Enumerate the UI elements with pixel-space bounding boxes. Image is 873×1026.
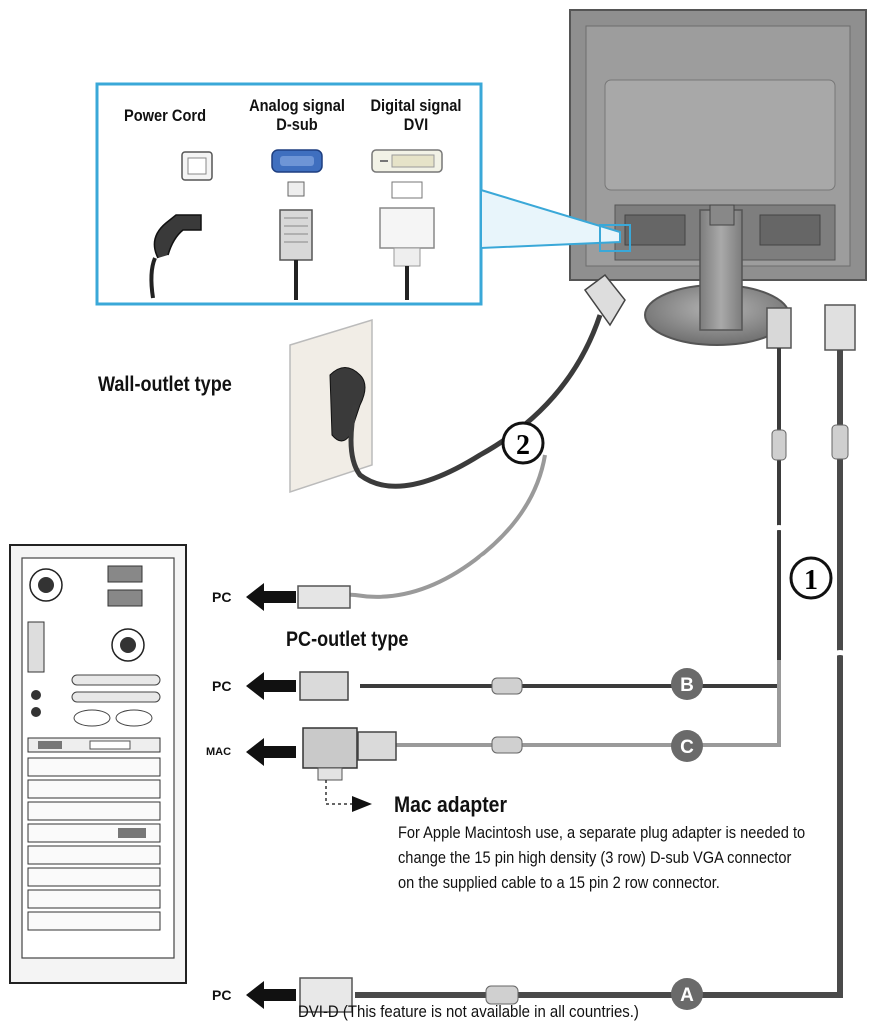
- step-1-text: 1: [804, 565, 818, 596]
- arrow-pc-power: [246, 583, 296, 611]
- step-2-text: 2: [516, 430, 530, 461]
- cable-c-badge: C: [671, 730, 703, 762]
- dsub-port-icon: [271, 149, 323, 173]
- power-cord-cable: [348, 273, 626, 489]
- mac-adapter-description: For Apple Macintosh use, a separate plug…: [398, 823, 806, 892]
- analog-signal-line1: Analog signal: [249, 96, 345, 115]
- pc-power-arrow-label: PC: [212, 589, 232, 605]
- cable-b-badge: B: [671, 668, 703, 700]
- cable-break-marks: [460, 482, 849, 658]
- wall-outlet: [289, 318, 373, 494]
- adapter-pointer: [325, 780, 372, 812]
- arrow-pc-dsub: [246, 672, 296, 700]
- dvi-plug-icon: [379, 181, 435, 300]
- dsub-plug-icon: [279, 181, 313, 300]
- step-1-marker: 1: [789, 556, 833, 600]
- digital-signal-line2: DVI: [403, 115, 429, 134]
- mac-arrow-label: MAC: [206, 746, 232, 758]
- mac-adapter-title: Mac adapter: [394, 792, 507, 817]
- arrow-mac: [246, 738, 296, 766]
- cable-c-text: C: [680, 737, 694, 758]
- pc-tower-rear: [9, 544, 187, 984]
- power-plug-icon: [149, 214, 202, 299]
- digital-signal-line1: Digital signal: [370, 96, 462, 115]
- step-2-marker: 2: [501, 421, 545, 465]
- cable-a-text: A: [680, 985, 694, 1006]
- pc-outlet-label: PC-outlet type: [286, 628, 409, 651]
- cable-b-text: B: [680, 675, 694, 696]
- analog-signal-line2: D-sub: [276, 115, 318, 134]
- pc-dvi-arrow-label: PC: [212, 987, 232, 1003]
- cable-a-badge: A: [671, 978, 703, 1010]
- digital-signal-label: Digital signal DVI: [364, 96, 467, 134]
- dvi-port-icon: [371, 149, 443, 173]
- analog-signal-label: Analog signal D-sub: [241, 96, 353, 134]
- dvi-signal-cable: [299, 304, 856, 1013]
- wall-outlet-label: Wall-outlet type: [98, 373, 232, 396]
- power-cord-label: Power Cord: [123, 106, 207, 125]
- pc-dsub-arrow-label: PC: [212, 678, 232, 694]
- arrow-pc-dvi: [246, 981, 296, 1009]
- pc-power-cable: [297, 454, 547, 609]
- monitor-stand: [644, 204, 790, 346]
- dvi-footnote: DVI-D (This feature is not available in …: [298, 1002, 639, 1021]
- mac-signal-cable: [302, 660, 781, 781]
- power-socket-icon: [181, 151, 213, 181]
